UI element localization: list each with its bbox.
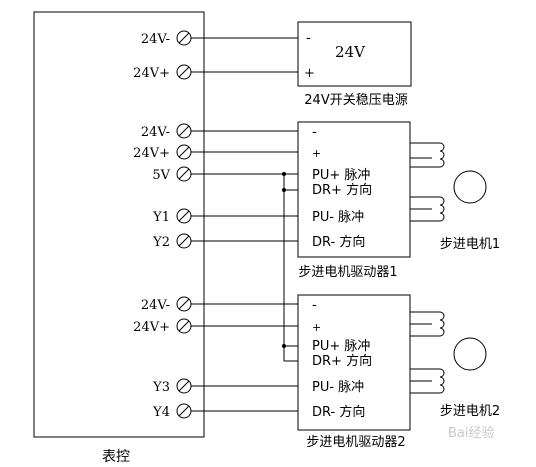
motor-2-label: 步进电机2 [440, 404, 500, 419]
driver-2-plus: + [312, 321, 321, 334]
driver-1-minus: - [312, 124, 317, 140]
motor-2-coils [410, 311, 445, 394]
terminal-label-5v: 5V [152, 168, 170, 183]
terminal-label-24v-plus-psu: 24V+ [133, 66, 170, 81]
psu-minus-label: - [306, 30, 311, 46]
motor-1-coils [410, 142, 445, 222]
driver-2-pu-plus: PU+ 脉冲 [312, 339, 370, 354]
terminal-label-y3: Y3 [152, 380, 170, 395]
motor-1-rotor [453, 170, 487, 204]
terminal-screw-icon [176, 233, 192, 249]
terminal-label-24v-minus-d1: 24V- [141, 125, 170, 140]
driver-1-pu-plus: PU+ 脉冲 [312, 168, 370, 183]
terminal-screw-icon [176, 403, 192, 419]
driver-2-minus: - [312, 297, 317, 313]
terminal-screw-icon [176, 166, 192, 182]
terminal-label-24v-plus-d1: 24V+ [133, 146, 170, 161]
terminal-label-y1: Y1 [152, 210, 170, 225]
driver-2-dr-minus: DR- 方向 [312, 404, 365, 420]
terminal-screw-icon [176, 296, 192, 312]
driver-1-caption: 步进电机驱动器1 [298, 265, 397, 280]
terminal-screw-icon [176, 318, 192, 334]
psu-plus-label: + [304, 66, 315, 81]
terminal-screw-icon [176, 30, 192, 46]
driver-1-pu-minus: PU- 脉冲 [312, 210, 364, 225]
terminal-label-24v-plus-d2: 24V+ [133, 320, 170, 335]
motor-2-rotor [453, 337, 487, 371]
psu-value: 24V [335, 43, 366, 61]
terminal-screw-icon [176, 64, 192, 80]
controller-label: 表控 [102, 449, 130, 465]
driver-2-caption: 步进电机驱动器2 [306, 435, 405, 450]
terminal-label-y2: Y2 [152, 235, 170, 250]
terminal-label-y4: Y4 [152, 405, 170, 420]
motor-1-label: 步进电机1 [440, 237, 500, 252]
terminal-screw-icon [176, 144, 192, 160]
driver-2-pu-minus: PU- 脉冲 [312, 380, 364, 395]
terminal-label-24v-minus-psu: 24V- [141, 32, 170, 47]
power-supply-box [297, 21, 412, 87]
driver-1-dr-minus: DR- 方向 [312, 234, 365, 250]
terminal-screw-icon [176, 378, 192, 394]
wires [191, 37, 298, 412]
terminal-screw-icon [176, 123, 192, 139]
psu-caption: 24V开关稳压电源 [304, 92, 407, 108]
terminal-label-24v-minus-d2: 24V- [141, 298, 170, 313]
watermark: Bai经验 [448, 425, 495, 441]
terminal-screw-icon [176, 208, 192, 224]
driver-2-box [297, 294, 411, 431]
driver-1-plus: + [312, 147, 321, 160]
driver-2-dr-plus: DR+ 方向 [312, 353, 372, 369]
controller-box [33, 11, 205, 438]
junction-dots [282, 172, 286, 348]
driver-1-dr-plus: DR+ 方向 [312, 182, 372, 198]
